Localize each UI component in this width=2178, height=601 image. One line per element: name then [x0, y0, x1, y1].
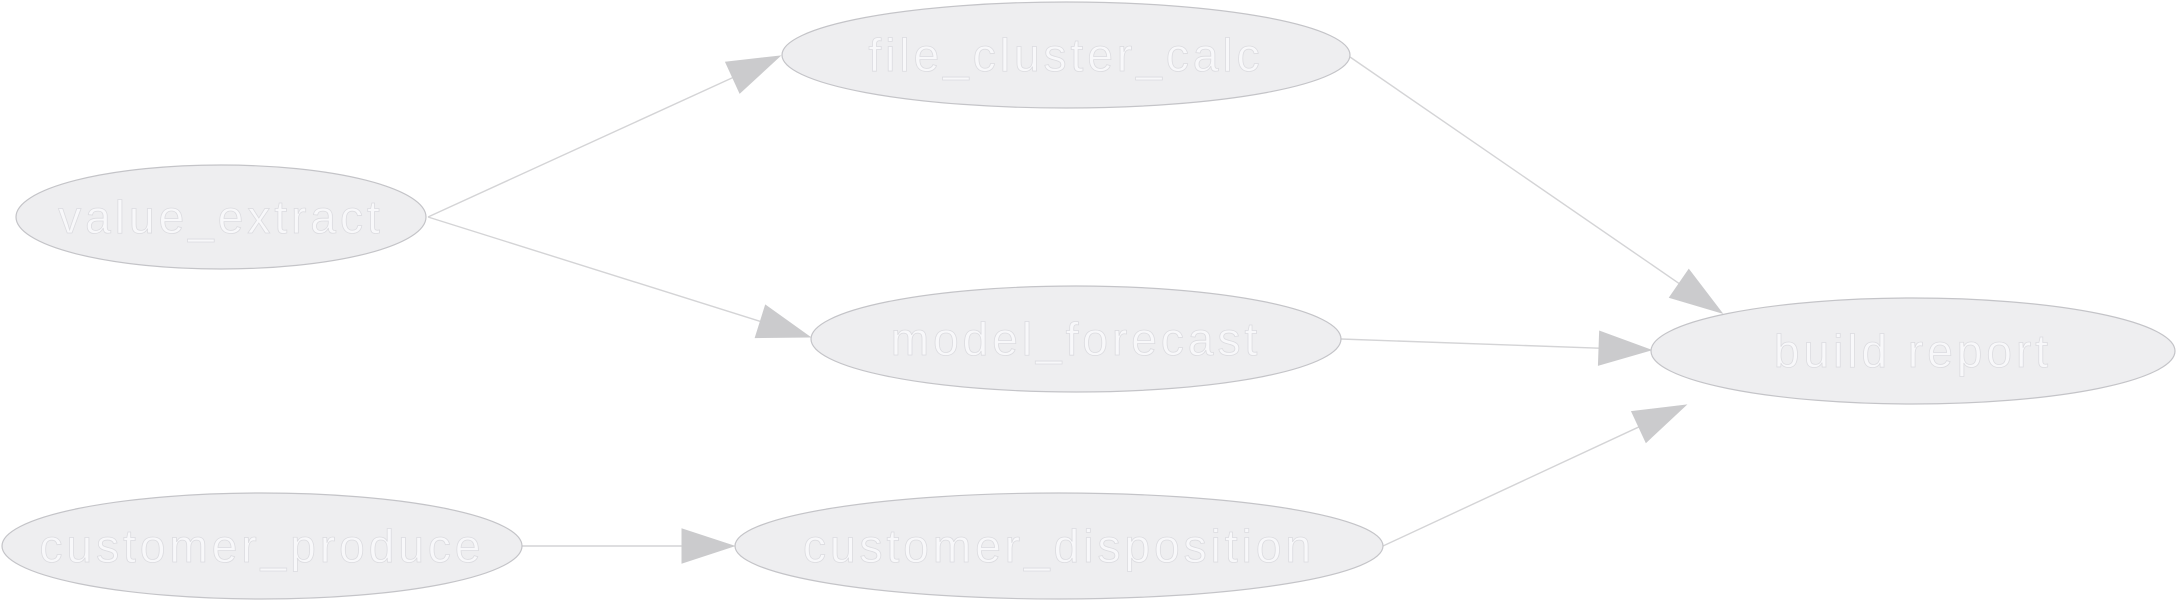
arrowhead-icon: [1597, 330, 1653, 366]
node-customer-produce-shape: [1, 492, 523, 600]
edge-line: [427, 76, 734, 218]
node-file-cluster-calc-shape: [781, 1, 1351, 109]
node-customer-disposition-shape: [734, 492, 1384, 600]
edge-n5-n6: [1382, 404, 1688, 547]
node-customer-disposition[interactable]: customer_disposition: [734, 492, 1384, 600]
node-build-report-label: build report: [1774, 325, 2052, 377]
edge-n1-n3: [427, 216, 812, 339]
node-model-forecast[interactable]: model_forecast: [810, 285, 1342, 393]
edges-layer: [427, 55, 1724, 564]
node-value-extract-shape: [15, 164, 427, 270]
node-file-cluster-calc[interactable]: file_cluster_calc: [781, 1, 1351, 109]
node-model-forecast-shape: [810, 285, 1342, 393]
node-file-cluster-calc-label: file_cluster_calc: [868, 29, 1263, 81]
edge-line: [1349, 56, 1680, 285]
node-value-extract[interactable]: value_extract: [15, 164, 427, 270]
node-model-forecast-label: model_forecast: [891, 313, 1262, 365]
arrowhead-icon: [1668, 268, 1724, 314]
edge-line: [1382, 426, 1640, 547]
node-customer-produce-label: customer_produce: [40, 520, 485, 572]
node-build-report[interactable]: build report: [1650, 297, 2176, 405]
node-customer-produce[interactable]: customer_produce: [1, 492, 523, 600]
node-customer-disposition-label: customer_disposition: [803, 520, 1315, 572]
edge-line: [427, 216, 761, 323]
arrowhead-icon: [754, 304, 812, 339]
edge-n3-n6: [1340, 330, 1653, 366]
node-build-report-shape: [1650, 297, 2176, 405]
edge-n4-n5: [522, 528, 736, 564]
edge-line: [1340, 338, 1600, 349]
node-value-extract-label: value_extract: [58, 191, 384, 243]
arrowhead-icon: [1630, 404, 1688, 444]
edge-n1-n2: [427, 55, 782, 218]
edge-n2-n6: [1349, 56, 1724, 314]
arrowhead-icon: [724, 55, 782, 94]
arrowhead-icon: [681, 528, 736, 564]
